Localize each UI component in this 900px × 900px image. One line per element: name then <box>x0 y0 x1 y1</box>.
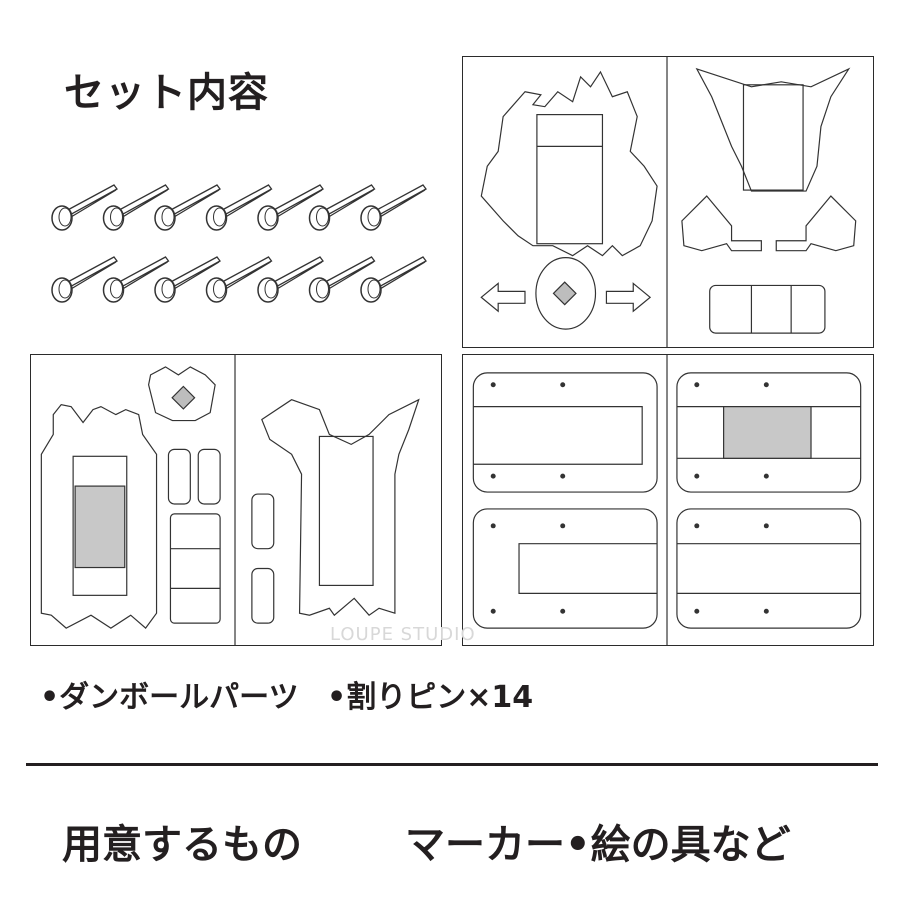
page-title: セット内容 <box>64 70 269 116</box>
cardboard-sheet-1 <box>462 56 874 348</box>
split-pin-icon <box>308 256 376 303</box>
split-pin-icon <box>154 184 221 231</box>
watermark: LOUPE STUDIO <box>330 624 476 645</box>
split-pin-icon <box>308 184 376 231</box>
needs-label: 用意するもの <box>62 822 302 868</box>
split-pin-icon <box>102 256 170 303</box>
split-pin-icon <box>360 184 427 231</box>
cardboard-sheet-3 <box>462 354 874 646</box>
split-pin-icon <box>257 184 324 231</box>
contents-split-pins: •割りピン×14 <box>327 680 534 715</box>
cardboard-sheet-2 <box>30 354 442 646</box>
split-pin-icon <box>205 184 273 231</box>
split-pin-icon <box>102 184 170 231</box>
split-pin-icon <box>257 256 324 303</box>
split-pin-icon <box>360 256 427 303</box>
contents-cardboard-parts: •ダンボールパーツ <box>40 680 299 715</box>
split-pin-icon <box>51 256 118 303</box>
needs-items: マーカー•絵の具など <box>405 822 791 868</box>
split-pin-icon <box>154 256 221 303</box>
divider <box>26 763 878 766</box>
split-pin-icon <box>51 184 118 231</box>
contents-list: •ダンボールパーツ •割りピン×14 <box>40 672 551 716</box>
split-pin-icon <box>205 256 273 303</box>
split-pins-illustration <box>51 184 427 303</box>
